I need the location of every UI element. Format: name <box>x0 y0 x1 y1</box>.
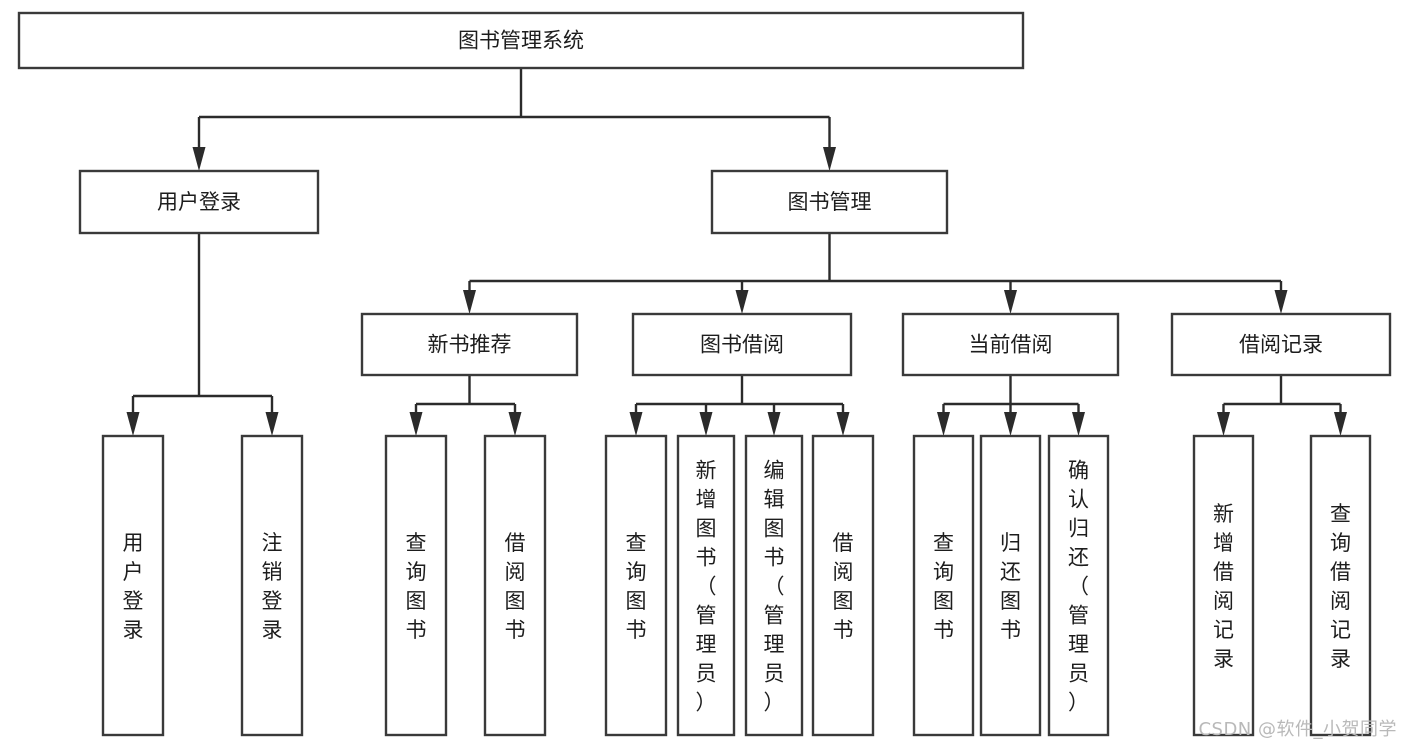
arrow-head-leaf_user_logout <box>265 412 279 436</box>
node-box-leaf_borrow_query[interactable] <box>604 434 668 737</box>
node-box-leaf_cur_query[interactable] <box>912 434 975 737</box>
arrow-head-current_borrow <box>1004 290 1017 314</box>
node-box-leaf_cur_confirm[interactable] <box>1047 434 1110 737</box>
node-label-borrow_record: 借阅记录 <box>1239 333 1323 357</box>
node-label-leaf_cur_return: 归还图书 <box>1000 531 1021 642</box>
node-label-root: 图书管理系统 <box>458 29 584 53</box>
arrow-head-leaf_borrow_edit <box>767 412 781 436</box>
node-leaf_rec_query2[interactable]: 查询借阅记录 <box>1309 434 1372 737</box>
node-leaf_rec_query[interactable]: 查询图书 <box>384 434 448 737</box>
node-book_borrow[interactable]: 图书借阅 <box>631 312 853 377</box>
node-leaf_cur_confirm[interactable]: 确认归还（管理员） <box>1047 434 1110 737</box>
node-label-user_login: 用户登录 <box>157 190 241 214</box>
node-box-leaf_borrow_edit[interactable] <box>744 434 804 737</box>
arrow-head-user_login <box>192 147 206 171</box>
arrow-head-book_manage <box>823 147 836 171</box>
arrow-head-new_book_rec <box>463 290 476 314</box>
node-leaf_borrow_add[interactable]: 新增图书（管理员） <box>676 434 736 737</box>
node-leaf_cur_query[interactable]: 查询图书 <box>912 434 975 737</box>
node-label-leaf_borrow_query: 查询图书 <box>626 531 647 642</box>
node-box-book_manage[interactable] <box>710 169 949 235</box>
node-leaf_cur_return[interactable]: 归还图书 <box>979 434 1042 737</box>
node-label-leaf_rec_borrow: 借阅图书 <box>505 531 526 642</box>
arrow-head-leaf_cur_confirm <box>1072 412 1085 436</box>
node-box-leaf_borrow_add[interactable] <box>676 434 736 737</box>
node-box-leaf_borrow_do[interactable] <box>811 434 875 737</box>
node-leaf_user_login[interactable]: 用户登录 <box>101 434 165 737</box>
arrow-head-leaf_rec_query2 <box>1334 412 1347 436</box>
node-leaf_rec_borrow[interactable]: 借阅图书 <box>483 434 547 737</box>
node-box-leaf_user_login[interactable] <box>101 434 165 737</box>
node-box-leaf_cur_return[interactable] <box>979 434 1042 737</box>
arrow-head-leaf_rec_query <box>409 412 423 436</box>
node-label-leaf_rec_add: 新增借阅记录 <box>1213 502 1234 671</box>
nodes-layer: 图书管理系统用户登录图书管理新书推荐图书借阅当前借阅借阅记录用户登录注销登录查询… <box>17 11 1392 737</box>
arrow-head-leaf_borrow_add <box>699 412 713 436</box>
node-label-leaf_rec_query: 查询图书 <box>406 531 427 642</box>
arrow-head-leaf_cur_return <box>1004 412 1017 436</box>
node-leaf_borrow_query[interactable]: 查询图书 <box>604 434 668 737</box>
arrow-head-book_borrow <box>735 290 749 314</box>
connectors-layer <box>126 68 1347 436</box>
node-new_book_rec[interactable]: 新书推荐 <box>360 312 579 377</box>
node-box-borrow_record[interactable] <box>1170 312 1392 377</box>
node-box-leaf_rec_query2[interactable] <box>1309 434 1372 737</box>
node-leaf_rec_add[interactable]: 新增借阅记录 <box>1192 434 1255 737</box>
node-label-leaf_user_logout: 注销登录 <box>262 531 283 642</box>
node-box-new_book_rec[interactable] <box>360 312 579 377</box>
node-box-leaf_rec_borrow[interactable] <box>483 434 547 737</box>
node-box-root[interactable] <box>17 11 1025 70</box>
edge-group-current_borrow <box>937 375 1085 436</box>
node-label-leaf_rec_query2: 查询借阅记录 <box>1330 502 1351 671</box>
node-label-leaf_user_login: 用户登录 <box>123 531 144 642</box>
node-leaf_borrow_edit[interactable]: 编辑图书（管理员） <box>744 434 804 737</box>
node-label-leaf_cur_confirm: 确认归还（管理员） <box>1068 459 1089 715</box>
arrow-head-leaf_borrow_query <box>629 412 643 436</box>
node-box-leaf_user_logout[interactable] <box>240 434 304 737</box>
arrow-head-leaf_borrow_do <box>836 412 850 436</box>
arrow-head-leaf_rec_borrow <box>508 412 522 436</box>
arrow-head-borrow_record <box>1274 290 1288 314</box>
node-box-current_borrow[interactable] <box>901 312 1120 377</box>
node-label-leaf_borrow_do: 借阅图书 <box>833 531 854 642</box>
node-box-leaf_rec_query[interactable] <box>384 434 448 737</box>
node-current_borrow[interactable]: 当前借阅 <box>901 312 1120 377</box>
arrow-head-leaf_cur_query <box>937 412 950 436</box>
node-box-user_login[interactable] <box>78 169 320 235</box>
edge-group-book_manage <box>463 233 1288 314</box>
edge-group-root <box>192 68 836 171</box>
edge-group-borrow_record <box>1217 375 1347 436</box>
node-book_manage[interactable]: 图书管理 <box>710 169 949 235</box>
node-box-leaf_rec_add[interactable] <box>1192 434 1255 737</box>
node-label-leaf_cur_query: 查询图书 <box>933 531 954 642</box>
node-label-book_borrow: 图书借阅 <box>700 333 784 357</box>
node-label-current_borrow: 当前借阅 <box>969 333 1053 357</box>
edge-group-book_borrow <box>629 375 850 436</box>
arrow-head-leaf_rec_add <box>1217 412 1230 436</box>
node-label-leaf_borrow_edit: 编辑图书（管理员） <box>764 459 785 715</box>
edge-group-new_book_rec <box>409 375 522 436</box>
node-label-new_book_rec: 新书推荐 <box>428 333 512 357</box>
node-leaf_user_logout[interactable]: 注销登录 <box>240 434 304 737</box>
node-borrow_record[interactable]: 借阅记录 <box>1170 312 1392 377</box>
node-label-book_manage: 图书管理 <box>788 190 872 214</box>
node-root[interactable]: 图书管理系统 <box>17 11 1025 70</box>
arrow-head-leaf_user_login <box>126 412 140 436</box>
node-user_login[interactable]: 用户登录 <box>78 169 320 235</box>
node-leaf_borrow_do[interactable]: 借阅图书 <box>811 434 875 737</box>
watermark-label: CSDN @软件_小贺同学 <box>1198 719 1397 740</box>
node-box-book_borrow[interactable] <box>631 312 853 377</box>
node-label-leaf_borrow_add: 新增图书（管理员） <box>696 459 717 715</box>
edge-group-user_login <box>126 233 279 436</box>
